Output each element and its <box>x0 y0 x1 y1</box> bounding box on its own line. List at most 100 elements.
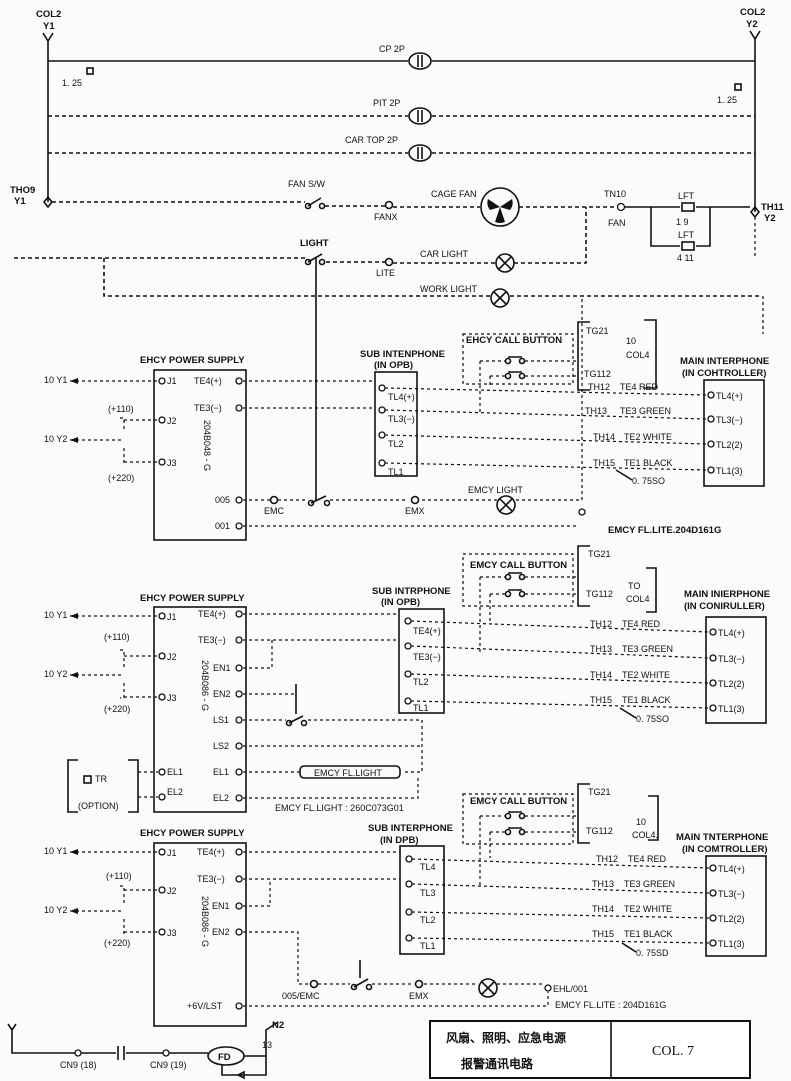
s3-left-y2: 10 Y2 <box>44 905 67 915</box>
s1-call-label: EHCY CALL BUTTON <box>466 335 562 346</box>
s1-sub-pin-3: TL2 <box>388 439 404 449</box>
s2-y2-arrow <box>70 672 78 678</box>
s1-left-y2: 10 Y2 <box>44 434 67 444</box>
s3-power-supply <box>153 842 247 1027</box>
s3-sub-pin-2: TL3 <box>420 888 436 898</box>
s1-y2-arrow <box>70 437 78 443</box>
lft-1-label: LFT <box>678 191 695 201</box>
th09-sub: Y1 <box>14 196 26 207</box>
s2-col-a: TO <box>628 581 640 591</box>
s2-ps-title: EHCY POWER SUPPLY <box>140 593 245 604</box>
s3-th15: TH15 <box>592 929 614 939</box>
s3-wire-spec: 0. 75SD <box>636 948 669 958</box>
s3-pin-j1: J1 <box>167 848 177 858</box>
s3-th12: TH12 <box>596 854 618 864</box>
s1-tg-bracket <box>577 321 590 391</box>
s2-tg-bracket <box>577 545 590 607</box>
s1-power-supply <box>153 369 247 541</box>
s1-wire-red: TE4 RED <box>620 382 659 392</box>
s3-col-a: 10 <box>636 817 646 827</box>
fuse-left-icon <box>86 67 94 75</box>
light-switch-icon <box>307 253 323 263</box>
car-top-socket-label: CAR TOP 2P <box>345 135 398 145</box>
s1-wire-white: TE2 WHITE <box>624 432 672 442</box>
power-rails: COL2 Y1 COL2 Y2 1. 25 1. 25 <box>36 7 765 212</box>
s3-call-box <box>462 793 574 845</box>
lft-wire <box>625 206 750 247</box>
pit-socket-pins <box>417 110 423 122</box>
s3-wire-red: TE4 RED <box>628 854 667 864</box>
s3-y2-arrow <box>70 908 78 914</box>
s1-fl-terminal <box>578 508 586 516</box>
s1-pin-j1: J1 <box>167 376 177 386</box>
s1-th12: TH12 <box>588 382 610 392</box>
s2-sub-pin-3: TL2 <box>413 677 429 687</box>
s3-main-pin-1: TL4(+) <box>718 864 745 874</box>
work-light-icon <box>490 288 510 308</box>
s3-sub-title: SUB INTERPHONE <box>368 823 453 834</box>
s2-ps-model: 204B086 - G <box>200 660 210 711</box>
s3-th13: TH13 <box>592 879 614 889</box>
pit-socket-label: PIT 2P <box>373 98 400 108</box>
s3-ps-title: EHCY POWER SUPPLY <box>140 828 245 839</box>
s2-tg112: TG112 <box>586 589 613 599</box>
fan-terminal-label: FAN <box>608 218 626 228</box>
rail-right-sub: Y2 <box>746 19 758 30</box>
s3-call-label: EMCY CALL BUTTON <box>470 796 567 807</box>
s2-pin-ls2: LS2 <box>213 741 229 751</box>
s2-wire-black: TE1 BLACK <box>622 695 671 705</box>
s1-ps-model: 204B048 - G <box>202 420 212 471</box>
s3-6v-wire <box>243 992 549 1007</box>
lft-contact-1-icon <box>681 202 695 212</box>
s2-fl-box-label: EMCY FL.LIGHT <box>314 768 382 778</box>
s2-col-bracket <box>646 567 657 613</box>
s2-tr-icon <box>83 775 92 784</box>
s3-emx-terminal <box>414 979 424 989</box>
s1-tg112: TG112 <box>584 369 611 379</box>
s1-spec-leader <box>615 469 633 481</box>
s3-sub-pin-3: TL2 <box>420 915 436 925</box>
s1-emx-terminal <box>410 495 420 505</box>
s2-th15: TH15 <box>590 695 612 705</box>
lite-label: LITE <box>376 268 395 278</box>
s1-col-bracket <box>644 319 657 389</box>
rail-left-wire <box>42 32 54 202</box>
s2-call-buttons <box>508 572 522 591</box>
s3-sub-pin-1: TL4 <box>420 862 436 872</box>
fan-circuit: THO9 Y1 FAN S/W FANX CAGE FAN TN10 FAN L… <box>10 179 784 263</box>
cn9-18-label: CN9 (18) <box>60 1060 97 1070</box>
s2-pin-te3: TE3(−) <box>198 635 226 645</box>
s2-pin-j2: J2 <box>167 652 177 662</box>
s1-th15: TH15 <box>593 458 615 468</box>
s2-option-label: (OPTION) <box>78 801 119 811</box>
s2-wire-red: TE4 RED <box>622 619 661 629</box>
lighting-circuit: LIGHT LITE CAR LIGHT WORK LIGHT <box>14 207 764 500</box>
lft-contact-2-icon <box>681 241 695 251</box>
fan-switch-icon <box>307 197 322 207</box>
rail-right-wire <box>749 30 761 212</box>
s2-sub-pin-4: TL1 <box>413 703 429 713</box>
s1-th14: TH14 <box>593 432 615 442</box>
s2-pin-te4: TE4(+) <box>198 609 226 619</box>
s3-sub-pin-4: TL1 <box>420 941 436 951</box>
s3-col-bracket <box>648 795 659 841</box>
s3-jumper <box>120 885 158 934</box>
s3-pin-en2: EN2 <box>212 927 230 937</box>
s1-pin-005: 005 <box>215 495 230 505</box>
s2-spec-leader <box>619 707 637 719</box>
s3-wire-black: TE1 BLACK <box>624 929 673 939</box>
s2-option-bracket-r <box>128 759 139 813</box>
s1-col-a: 10 <box>626 336 636 346</box>
rail-left-label: COL2 <box>36 9 61 20</box>
s2-call-wires <box>479 576 578 654</box>
s2-tr-label: TR <box>95 774 107 784</box>
s3-main-title: MAIN TNTERPHONE <box>676 832 768 843</box>
work-light-wire <box>103 258 760 297</box>
s1-v220: (+220) <box>108 473 134 483</box>
s2-el-left-1: EL1 <box>167 767 183 777</box>
s1-wire-black: TE1 BLACK <box>624 458 673 468</box>
s2-pin-en2: EN2 <box>213 689 231 699</box>
s1-te-wires <box>243 380 382 409</box>
s2-option-bracket-l <box>67 759 78 813</box>
s1-sub-pin-2: TL3(−) <box>388 414 415 424</box>
